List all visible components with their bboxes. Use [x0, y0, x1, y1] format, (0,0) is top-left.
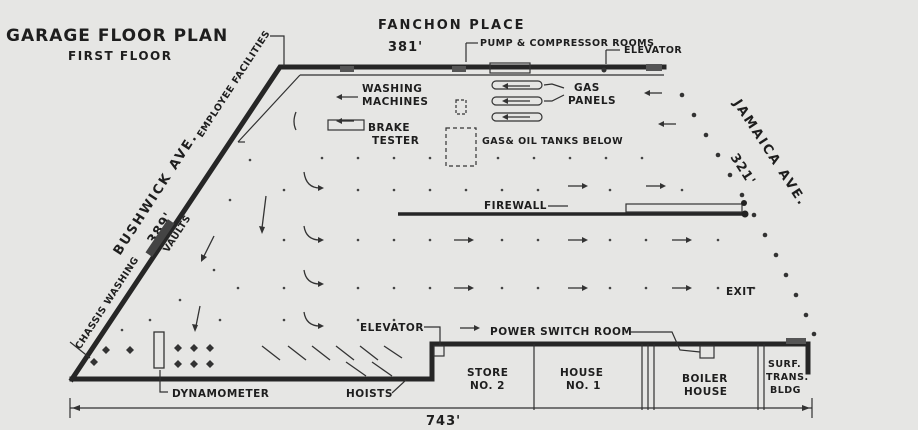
employee-facilities-leader [270, 35, 285, 66]
brake-tester [327, 119, 365, 131]
washing-machines-label-1: WASHING [362, 83, 422, 95]
vent-block [452, 66, 466, 72]
dimension-east: 321' [727, 151, 759, 189]
firewall-label: FIREWALL [484, 200, 547, 212]
plan-title: GARAGE FLOOR PLAN [6, 26, 228, 46]
dynamometer [153, 331, 165, 369]
plan-subtitle: FIRST FLOOR [68, 49, 172, 63]
gas-panels-label-1: GAS [574, 82, 600, 94]
exit-label: EXIT [726, 286, 755, 298]
outer-wall-west-north [68, 64, 667, 383]
surf-trans-label-1: SURF. [768, 359, 801, 370]
boiler-house-label-1: BOILER [682, 373, 728, 385]
hoists [90, 344, 214, 368]
pump-compressor-room [489, 62, 531, 74]
employee-facilities-wall [237, 74, 301, 143]
elevator-bottom-label: ELEVATOR [360, 322, 424, 334]
traffic-flow-arrows [192, 83, 692, 332]
gas-panels [491, 80, 543, 122]
elevator-top-label: ELEVATOR [624, 45, 682, 56]
chassis-washing-leader [69, 341, 91, 359]
column-grid-dots [120, 156, 756, 332]
outer-wall-south [69, 341, 811, 382]
east-property-line [679, 92, 817, 337]
gas-oil-tanks-label: GAS& OIL TANKS BELOW [482, 136, 623, 147]
hoists-label: HOISTS [346, 388, 393, 400]
power-switch-room-label: POWER SWITCH ROOM [490, 326, 632, 338]
elevator-shaft-top [646, 64, 662, 71]
surf-trans-label-2: TRANS. [766, 372, 809, 383]
vent-block [340, 66, 354, 72]
brake-tester-label-1: BRAKE [368, 122, 410, 134]
south-rooms [533, 338, 806, 410]
gas-oil-tanks-below [445, 127, 477, 167]
dimension-north: 381' [388, 40, 423, 55]
house-label-1: HOUSE [560, 367, 603, 379]
hoist-bay-arrows [261, 345, 403, 377]
pump-compressor-label: PUMP & COMPRESSOR ROOMS [480, 38, 654, 49]
vaults-block [145, 219, 175, 257]
brake-tester-label-2: TESTER [372, 135, 419, 147]
dynamometer-label: DYNAMOMETER [172, 388, 269, 400]
surf-trans-label-3: BLDG [770, 385, 801, 396]
dimension-south: 743' [426, 414, 461, 429]
street-north-label: FANCHON PLACE [378, 18, 526, 33]
gas-panels-label-2: PANELS [568, 95, 616, 107]
dimension-line-south [69, 398, 813, 418]
chassis-washing-label: CHASSIS WASHING [73, 255, 141, 352]
elevator-shaft-bottom [433, 345, 445, 357]
house-label-2: NO. 1 [566, 380, 601, 392]
washing-machines-label-2: MACHINES [362, 96, 429, 108]
store-label-1: STORE [467, 367, 508, 379]
boiler-house-label-2: HOUSE [684, 386, 727, 398]
store-label-2: NO. 2 [470, 380, 505, 392]
